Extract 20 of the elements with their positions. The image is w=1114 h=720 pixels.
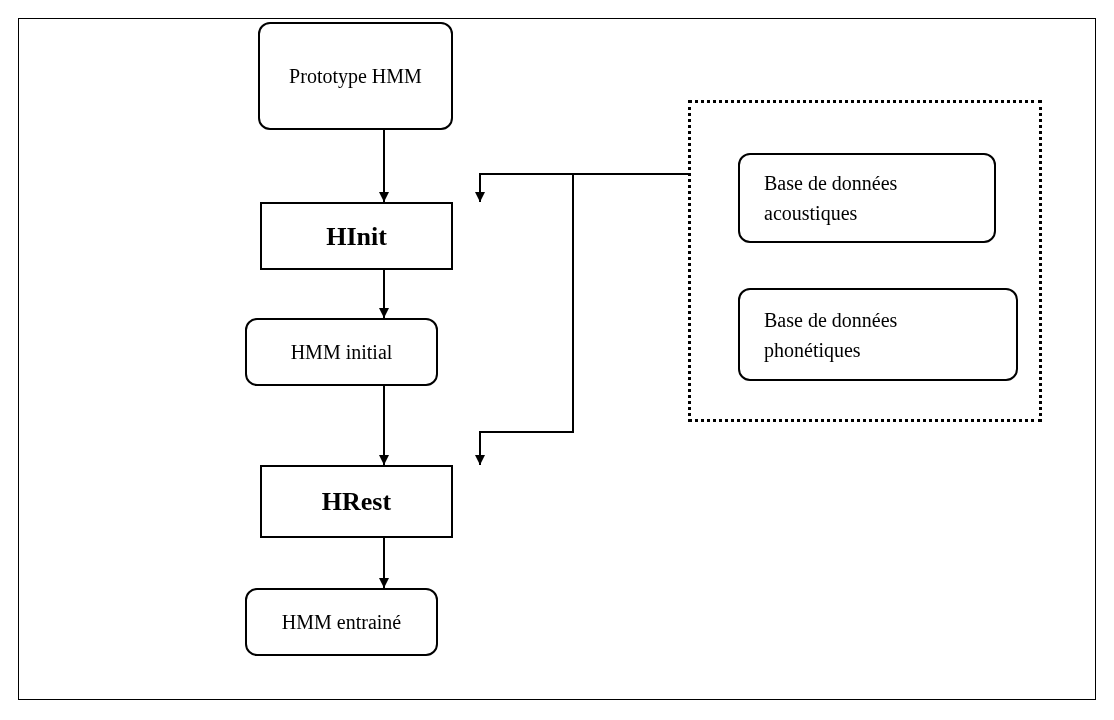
node-text: Base de données acoustiques [764,171,899,227]
process-box [260,202,453,270]
rounded-box [245,318,438,386]
rounded-box [738,153,996,243]
node-text: Prototype HMM [289,64,422,90]
process-box [260,465,453,538]
arrow [379,385,389,466]
dotted-group-box [688,100,1042,422]
node-text: HRest [321,486,392,518]
rounded-box [245,588,438,656]
node-text: Base de données phonétiques [764,307,899,364]
arrow [379,269,389,319]
node-text: HInit [326,220,387,253]
arrow [379,129,389,203]
rounded-box [738,288,1018,381]
rounded-box [258,22,453,130]
arrow [379,537,389,589]
node-text: HMM entrainé [281,610,402,635]
node-text: HMM initial [290,340,393,365]
arrow [475,173,689,466]
